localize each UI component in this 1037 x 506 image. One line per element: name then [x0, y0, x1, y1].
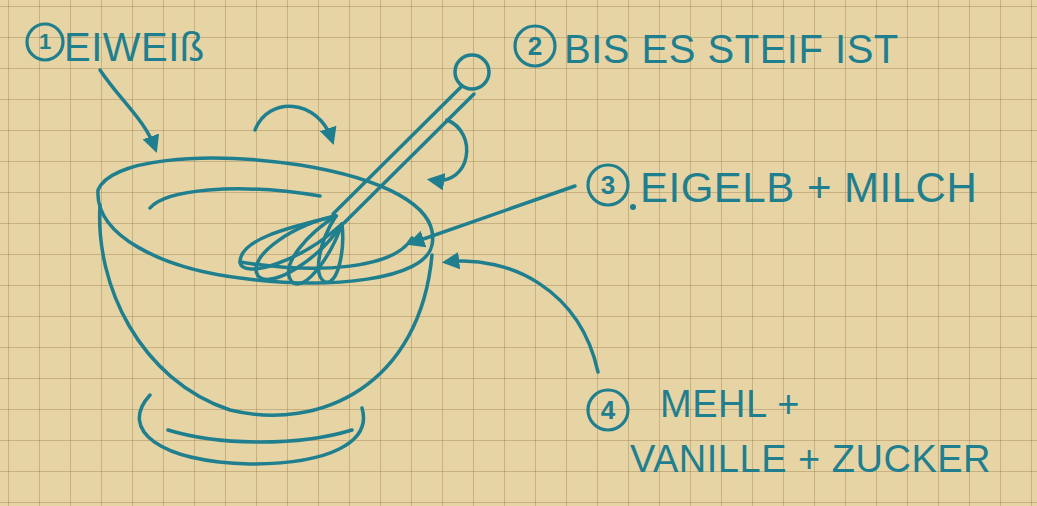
step-text-box: BIS ES STEIF IST: [564, 20, 959, 78]
bowl-base-line: [168, 430, 352, 442]
step-text: BIS ES STEIF IST: [564, 27, 899, 71]
step-number: 1: [27, 24, 63, 60]
number-circle-outline: [515, 26, 555, 66]
bowl-rim: [98, 158, 433, 283]
period-dot: [630, 204, 636, 210]
step-number: 3: [588, 165, 628, 205]
step-text: EIWEIß: [64, 25, 205, 69]
number-circle-outline: [588, 390, 628, 430]
step-callout: 3 EIGELB + MILCH: [585, 160, 1020, 216]
whisk-knob: [455, 55, 489, 89]
whisk-wire: [240, 216, 342, 269]
step-text-box: EIWEIß: [64, 18, 239, 76]
wrap-spacer: [822, 377, 1022, 415]
number-circle-outline: [588, 165, 628, 205]
bowl-body: [100, 205, 432, 415]
step-text: EIGELB + MILCH: [640, 164, 977, 211]
stir-arrow: [255, 106, 332, 140]
bowl-base: [139, 395, 363, 464]
pointer-arrow: [412, 186, 575, 243]
number-circle-outline: [27, 24, 63, 60]
stir-arrow: [432, 120, 467, 180]
step-number: 4: [588, 390, 628, 430]
step-text-box: EIGELB + MILCH: [640, 158, 1020, 219]
step-text-box: MEHL + VANILLE + ZUCKER: [630, 377, 1022, 487]
whisk-handle: [344, 94, 474, 223]
pointer-arrow: [447, 261, 598, 372]
bowl-rim-inner: [150, 189, 320, 208]
step-number: 2: [515, 26, 555, 66]
step-callout: 1EIWEIß: [24, 18, 239, 70]
step-text: MEHL + VANILLE + ZUCKER: [630, 383, 991, 480]
step-callout: 4MEHL + VANILLE + ZUCKER: [585, 385, 1020, 500]
step-callout: 2BIS ES STEIF IST: [512, 20, 952, 76]
pointer-arrow: [100, 70, 155, 148]
whisk-handle: [333, 86, 462, 214]
